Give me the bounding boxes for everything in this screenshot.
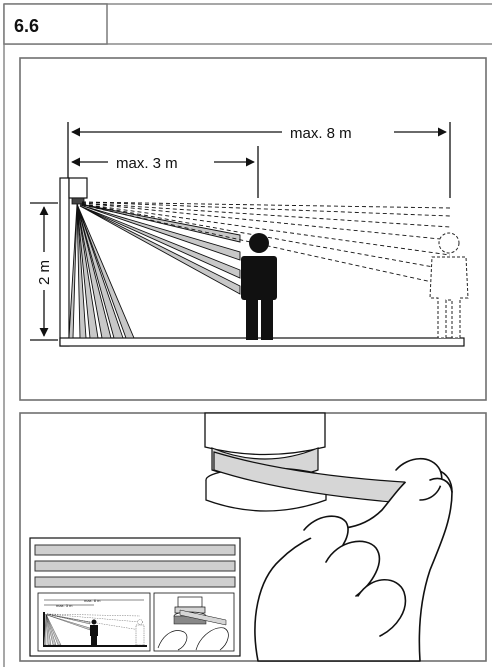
far-field-beams: [81, 201, 451, 287]
mini-range-near-label: max. 3 m: [56, 603, 73, 608]
range-far-label: max. 8 m: [290, 125, 352, 142]
manual-text-bar-3: [34, 576, 236, 588]
near-field-beams: [68, 203, 135, 339]
mini-range-diagram: max. 8 m max. 3 m: [37, 592, 151, 652]
mini-range-far-label: max. 8 m: [84, 598, 101, 603]
manual-text-bar-1: [34, 544, 236, 556]
person-near-silhouette: [241, 233, 277, 340]
figure-label-box: 6.6: [3, 3, 108, 45]
range-far-dimension: max. 8 m: [67, 122, 451, 198]
lens-adjustment-panel: max. 8 m max. 3 m: [19, 412, 487, 662]
motion-sensor: [68, 177, 88, 205]
range-near-dimension: max. 3 m: [71, 146, 259, 198]
height-dimension: 2 m: [30, 202, 58, 341]
manual-text-bar-2: [34, 560, 236, 572]
person-far-outline: [429, 232, 469, 339]
height-label: 2 m: [36, 260, 53, 285]
manual-thumbnail: max. 8 m max. 3 m: [29, 537, 241, 657]
mini-lens-illustration: [153, 592, 235, 652]
figure-label: 6.6: [14, 16, 39, 36]
hand-illustration: [254, 457, 453, 662]
range-near-label: max. 3 m: [116, 155, 178, 172]
range-diagram-panel: max. 8 m max. 3 m 2 m: [19, 57, 487, 401]
